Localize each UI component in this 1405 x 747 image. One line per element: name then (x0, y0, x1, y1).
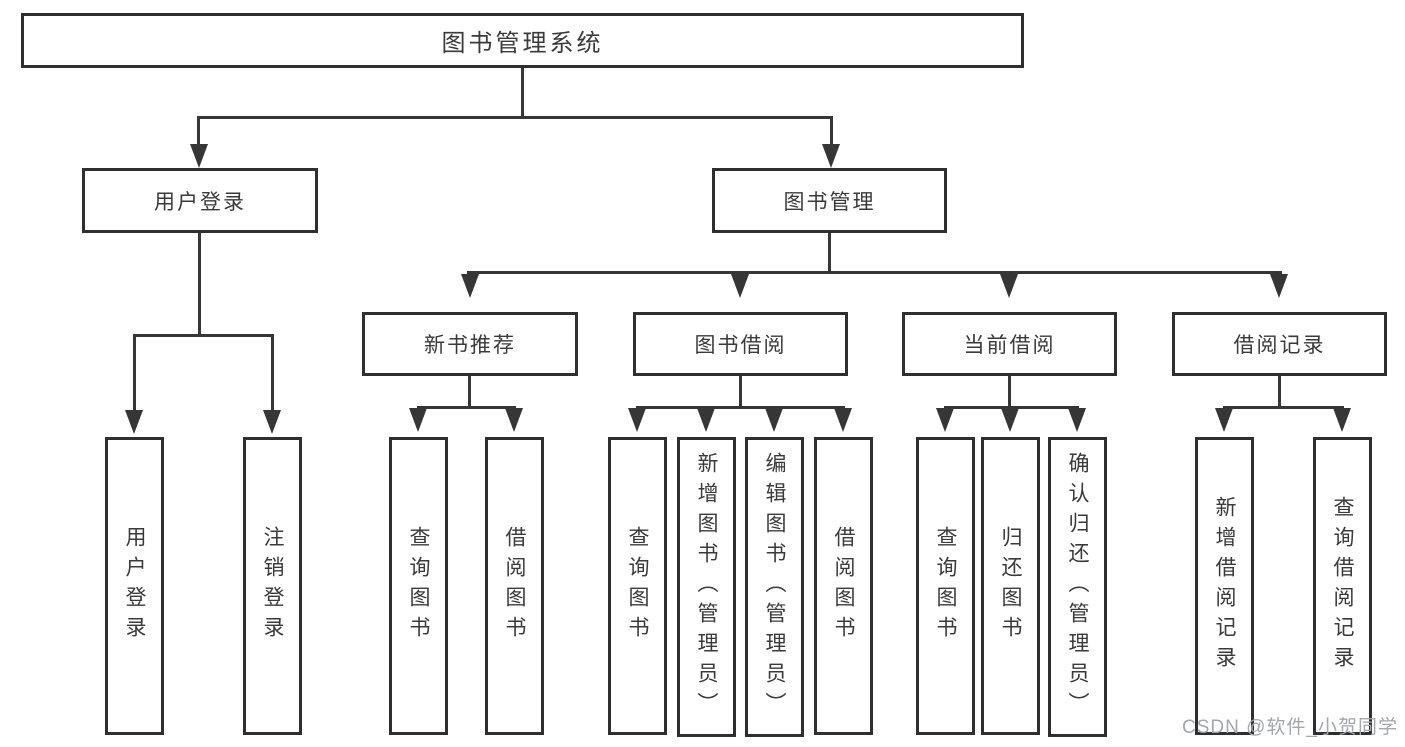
arrow-down-icon (505, 408, 523, 432)
connector-user-login-vertical (198, 233, 201, 337)
arrow-down-icon (765, 408, 783, 432)
node-root-library-system: 图书管理系统 (21, 13, 1024, 68)
arrow-down-icon (263, 410, 281, 434)
leaf-borrow-books: 借阅图书 (814, 437, 873, 735)
arrow-down-icon (697, 408, 715, 432)
arrow-down-icon (1068, 408, 1086, 432)
arrow-down-icon (461, 274, 479, 298)
connector-records-vertical (1278, 376, 1281, 408)
connector-recommend-vertical (468, 376, 471, 408)
leaf-query-books-current-label: 查询图书 (934, 526, 958, 646)
node-new-book-recommend-label: 新书推荐 (424, 334, 516, 357)
arrow-down-icon (1000, 274, 1018, 298)
leaf-add-borrow-record: 新增借阅记录 (1195, 437, 1254, 735)
leaf-user-login: 用户登录 (105, 437, 164, 735)
leaf-add-books-admin-label: 新增图书（管理员） (695, 452, 719, 722)
node-book-management-label: 图书管理 (783, 190, 876, 214)
arrow-down-icon (1215, 408, 1233, 432)
arrow-down-icon (1270, 274, 1288, 298)
leaf-query-books-recommend-label: 查询图书 (407, 526, 431, 646)
connector-borrow-branch (636, 406, 845, 409)
leaf-user-login-label: 用户登录 (123, 526, 147, 646)
leaf-query-books-current: 查询图书 (916, 437, 975, 735)
leaf-borrow-books-recommend: 借阅图书 (485, 437, 544, 735)
connector-user-login-branch (133, 334, 274, 337)
node-root-label: 图书管理系统 (441, 30, 604, 57)
arrow-down-icon (731, 274, 749, 298)
connector-level3-horizontal (467, 271, 1282, 274)
node-borrow-records: 借阅记录 (1172, 312, 1387, 376)
connector-recommend-branch (417, 406, 516, 409)
leaf-borrow-books-recommend-label: 借阅图书 (503, 526, 527, 646)
leaf-query-books-borrow-label: 查询图书 (626, 526, 650, 646)
arrow-down-icon (1333, 408, 1351, 432)
arrow-down-icon (125, 410, 143, 434)
connector-leaf-shaft (271, 334, 274, 412)
arrow-down-icon (936, 408, 954, 432)
connector-book-mgmt-vertical (828, 233, 831, 273)
arrow-down-icon (822, 144, 840, 168)
node-book-management: 图书管理 (712, 168, 947, 233)
connector-user-login-shaft (197, 116, 200, 146)
connector-current-branch (944, 406, 1079, 409)
leaf-confirm-return-admin-label: 确认归还（管理员） (1066, 452, 1090, 722)
connector-borrow-vertical (739, 376, 742, 408)
connector-book-mgmt-shaft (830, 116, 833, 146)
arrow-down-icon (190, 144, 208, 168)
leaf-query-books-recommend: 查询图书 (389, 437, 448, 735)
leaf-return-books: 归还图书 (981, 437, 1040, 735)
leaf-edit-books-admin: 编辑图书（管理员） (745, 437, 804, 737)
node-new-book-recommend: 新书推荐 (362, 312, 578, 376)
leaf-return-books-label: 归还图书 (999, 526, 1023, 646)
arrow-down-icon (409, 408, 427, 432)
node-user-login: 用户登录 (82, 168, 318, 233)
arrow-down-icon (628, 408, 646, 432)
connector-level2-horizontal (197, 116, 833, 119)
connector-current-vertical (1008, 376, 1011, 408)
connector-records-branch (1223, 406, 1344, 409)
arrow-down-icon (834, 408, 852, 432)
leaf-logout: 注销登录 (243, 437, 302, 735)
leaf-query-books-borrow: 查询图书 (608, 437, 667, 735)
leaf-logout-label: 注销登录 (261, 526, 285, 646)
leaf-add-borrow-record-label: 新增借阅记录 (1213, 496, 1237, 676)
leaf-confirm-return-admin: 确认归还（管理员） (1048, 437, 1107, 737)
leaf-edit-books-admin-label: 编辑图书（管理员） (763, 452, 787, 722)
leaf-add-books-admin: 新增图书（管理员） (677, 437, 736, 737)
leaf-borrow-books-label: 借阅图书 (832, 526, 856, 646)
node-current-borrow: 当前借阅 (902, 312, 1117, 376)
node-book-borrow-label: 图书借阅 (694, 334, 787, 357)
node-book-borrow: 图书借阅 (633, 312, 848, 376)
connector-leaf-shaft (133, 334, 136, 412)
connector-root-vertical (521, 68, 524, 118)
node-borrow-records-label: 借阅记录 (1233, 334, 1326, 357)
csdn-watermark: CSDN @软件_小贺同学 (1182, 717, 1398, 738)
node-current-borrow-label: 当前借阅 (963, 334, 1056, 357)
leaf-query-borrow-record-label: 查询借阅记录 (1331, 496, 1355, 676)
leaf-query-borrow-record: 查询借阅记录 (1313, 437, 1372, 735)
arrow-down-icon (1001, 408, 1019, 432)
node-user-login-label: 用户登录 (154, 190, 246, 214)
